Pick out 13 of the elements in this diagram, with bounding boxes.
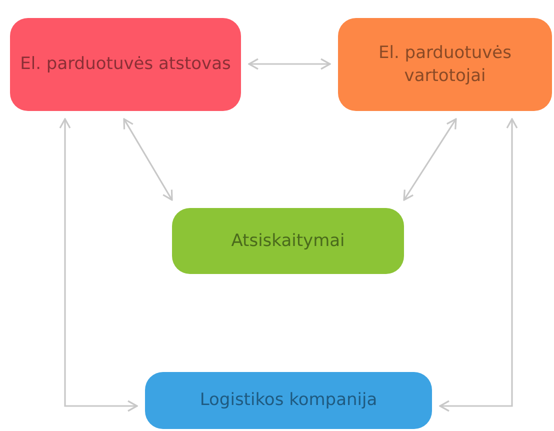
box-label: Atsiskaitymai: [231, 230, 345, 252]
box-label: El. parduotuvės vartotojai: [378, 42, 512, 87]
process-box: [145, 372, 432, 429]
box-label: Logistikos kompanija: [200, 389, 378, 412]
arrow: [59, 118, 138, 412]
arrow: [248, 58, 331, 70]
process-box: [172, 208, 404, 274]
arrow: [123, 118, 173, 201]
box-label: El. parduotuvės atstovas: [20, 53, 231, 76]
arrow: [439, 118, 518, 412]
process-box: [338, 18, 552, 111]
arrow: [403, 118, 457, 201]
process-box: [10, 18, 241, 111]
